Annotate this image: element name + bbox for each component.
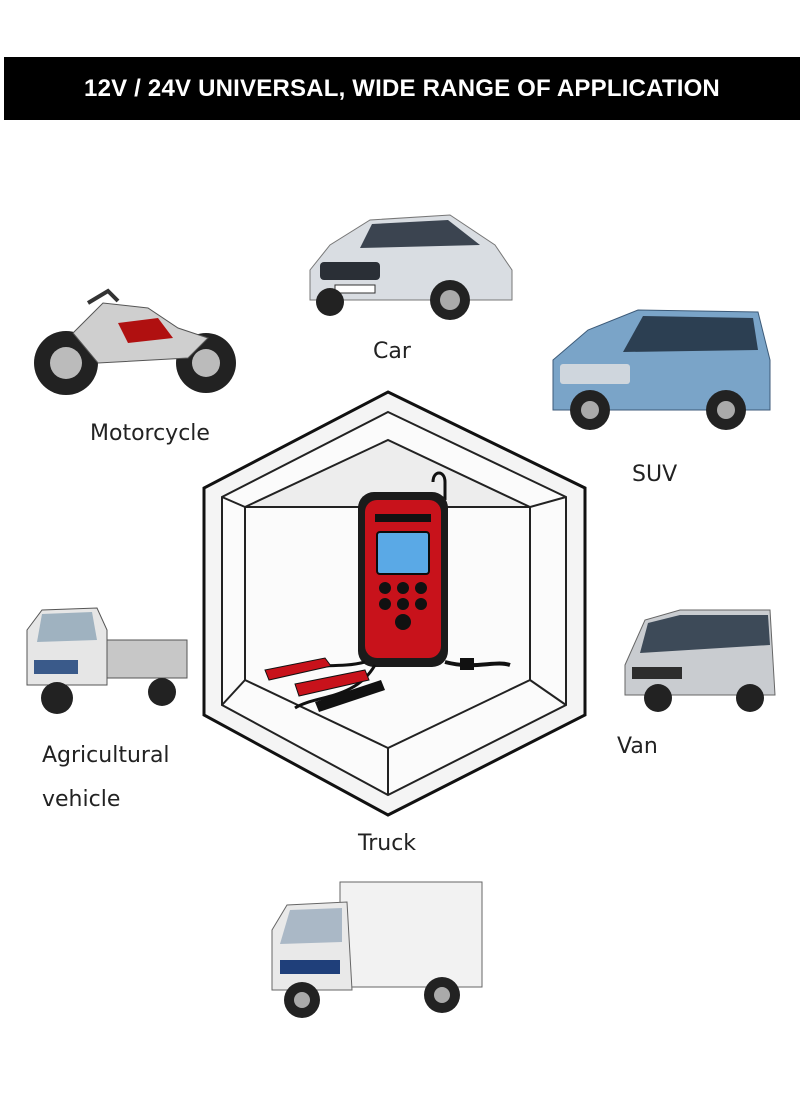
agricultural-vehicle-image	[26, 607, 188, 714]
car-image	[309, 214, 513, 320]
header-banner: 12V / 24V UNIVERSAL, WIDE RANGE OF APPLI…	[4, 57, 800, 120]
truck-image	[271, 881, 483, 1018]
agricultural-label-line2: vehicle	[42, 787, 121, 812]
battery-charger-image	[264, 471, 511, 712]
van-label: Van	[617, 734, 658, 759]
motorcycle-image	[34, 288, 236, 395]
suv-image	[552, 309, 771, 430]
motorcycle-label: Motorcycle	[90, 421, 210, 446]
banner-title: 12V / 24V UNIVERSAL, WIDE RANGE OF APPLI…	[84, 74, 720, 102]
truck-label: Truck	[358, 831, 417, 856]
car-label: Car	[373, 339, 411, 364]
van-image	[624, 609, 776, 712]
suv-label: SUV	[632, 462, 678, 487]
agricultural-label-line1: Agricultural	[42, 743, 170, 768]
